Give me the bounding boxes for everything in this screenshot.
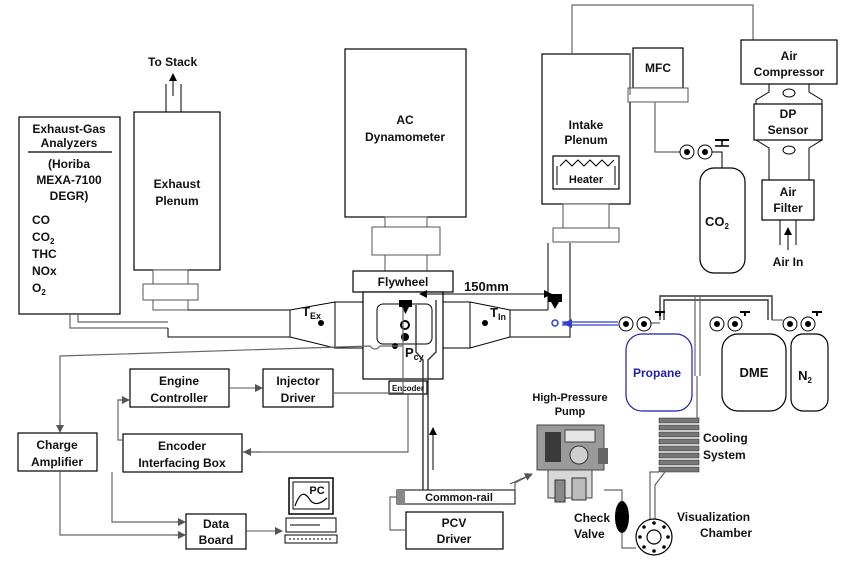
svg-text:Pump: Pump xyxy=(555,406,586,418)
air-supply: Air Compressor DP Sensor Air Filter Air … xyxy=(740,39,838,269)
svg-text:Driver: Driver xyxy=(281,391,316,405)
encoder-interfacing-box: Encoder Interfacing Box xyxy=(122,433,243,473)
exhaust-plenum: Exhaust Plenum xyxy=(133,111,221,311)
svg-text:Filter: Filter xyxy=(773,201,803,215)
mfc: MFC xyxy=(571,4,754,153)
svg-text:DME: DME xyxy=(740,365,769,380)
gas-nox-label: NOx xyxy=(32,264,57,278)
svg-text:Flywheel: Flywheel xyxy=(378,275,429,289)
to-stack-outlet: To Stack xyxy=(148,55,197,112)
co2-cylinder: CO2 xyxy=(679,139,746,274)
svg-text:(Horiba: (Horiba xyxy=(48,157,90,171)
svg-text:Dynamometer: Dynamometer xyxy=(365,130,445,144)
amp-to-board-line xyxy=(59,471,184,536)
injector-driver: Injector Driver xyxy=(262,368,334,408)
svg-text:Air: Air xyxy=(780,185,797,199)
gas-co2-label: CO2 xyxy=(32,230,55,246)
pc-icon: PC xyxy=(284,477,338,544)
intake-pipe: TIn xyxy=(443,243,571,349)
svg-text:Valve: Valve xyxy=(574,527,605,541)
svg-text:PC: PC xyxy=(309,485,324,497)
svg-text:Data: Data xyxy=(203,517,229,531)
t-in-label: TIn xyxy=(490,305,506,322)
gas-o2-label: O2 xyxy=(32,281,46,297)
encoder-to-board-line xyxy=(111,472,184,523)
svg-text:High-Pressure: High-Pressure xyxy=(532,392,607,404)
exhaust-pipe: TEx xyxy=(167,301,363,349)
n2-cylinder: N2 xyxy=(790,333,829,412)
svg-text:150mm: 150mm xyxy=(464,279,509,294)
encoder-line xyxy=(242,394,409,453)
svg-text:Driver: Driver xyxy=(437,532,472,546)
svg-text:Compressor: Compressor xyxy=(754,65,825,79)
dme-cylinder: DME xyxy=(721,333,787,412)
svg-text:Plenum: Plenum xyxy=(564,133,607,147)
svg-text:Encoder: Encoder xyxy=(392,384,424,393)
fuel-gas-lines xyxy=(618,295,822,376)
t-ex-label: TEx xyxy=(302,304,321,321)
svg-text:Intake: Intake xyxy=(569,118,604,132)
ac-dynamometer: AC Dynamometer xyxy=(344,48,467,272)
to-stack-label: To Stack xyxy=(148,55,197,69)
svg-text:Interfacing Box: Interfacing Box xyxy=(138,456,226,470)
engine-controller: Engine Controller xyxy=(129,368,230,408)
svg-text:Board: Board xyxy=(199,533,234,547)
svg-text:Analyzers: Analyzers xyxy=(41,136,98,150)
svg-text:Cooling: Cooling xyxy=(703,431,748,445)
svg-text:Exhaust: Exhaust xyxy=(154,177,201,191)
pressure-signal-line xyxy=(59,345,403,432)
gas-thc-label: THC xyxy=(32,247,57,261)
svg-text:Check: Check xyxy=(574,511,610,525)
svg-text:Chamber: Chamber xyxy=(700,526,752,540)
svg-text:Common-rail: Common-rail xyxy=(425,492,493,504)
sample-line xyxy=(69,314,168,329)
svg-text:Amplifier: Amplifier xyxy=(31,455,83,469)
distance-dimension: 150mm xyxy=(419,279,552,298)
svg-text:Controller: Controller xyxy=(150,391,208,405)
pcv-driver: PCV Driver xyxy=(389,496,504,550)
svg-text:Visualization: Visualization xyxy=(677,510,750,524)
svg-text:AC: AC xyxy=(396,113,414,127)
svg-text:DP: DP xyxy=(780,107,797,121)
svg-text:Exhaust-Gas: Exhaust-Gas xyxy=(32,122,106,136)
intake-plenum: Intake Plenum Heater xyxy=(541,53,631,243)
svg-text:Air: Air xyxy=(781,49,798,63)
p-cy-label: Pcy xyxy=(405,345,424,362)
svg-text:Propane: Propane xyxy=(633,366,681,380)
exhaust-gas-analyzers: Exhaust-Gas Analyzers (Horiba MEXA-7100 … xyxy=(18,116,121,315)
svg-text:Engine: Engine xyxy=(159,374,199,388)
cooling-system: Cooling System xyxy=(649,376,748,520)
high-pressure-pump: High-Pressure Pump xyxy=(532,392,608,503)
svg-text:Heater: Heater xyxy=(569,174,604,186)
common-rail: Common-rail xyxy=(396,300,533,505)
svg-text:DEGR): DEGR) xyxy=(50,189,89,203)
propane-cylinder: Propane xyxy=(625,333,693,412)
svg-text:MEXA-7100: MEXA-7100 xyxy=(36,173,102,187)
svg-text:Air In: Air In xyxy=(773,255,804,269)
svg-text:Injector: Injector xyxy=(276,374,320,388)
gas-co-label: CO xyxy=(32,213,50,227)
charge-amplifier: Charge Amplifier xyxy=(17,432,98,472)
n2-label: N2 xyxy=(798,368,812,385)
injector-signal-line xyxy=(333,308,404,394)
svg-text:Plenum: Plenum xyxy=(155,194,198,208)
svg-text:Sensor: Sensor xyxy=(768,123,809,137)
check-valve: Check Valve xyxy=(574,489,636,549)
svg-text:System: System xyxy=(703,448,746,462)
svg-text:Encoder: Encoder xyxy=(158,439,206,453)
svg-text:Charge: Charge xyxy=(36,438,78,452)
svg-text:PCV: PCV xyxy=(442,516,467,530)
propane-feed xyxy=(551,319,618,328)
svg-text:MFC: MFC xyxy=(645,61,671,75)
co2-label: CO2 xyxy=(705,214,730,231)
data-board: Data Board xyxy=(185,513,247,550)
visualization-chamber: Visualization Chamber xyxy=(635,510,752,556)
